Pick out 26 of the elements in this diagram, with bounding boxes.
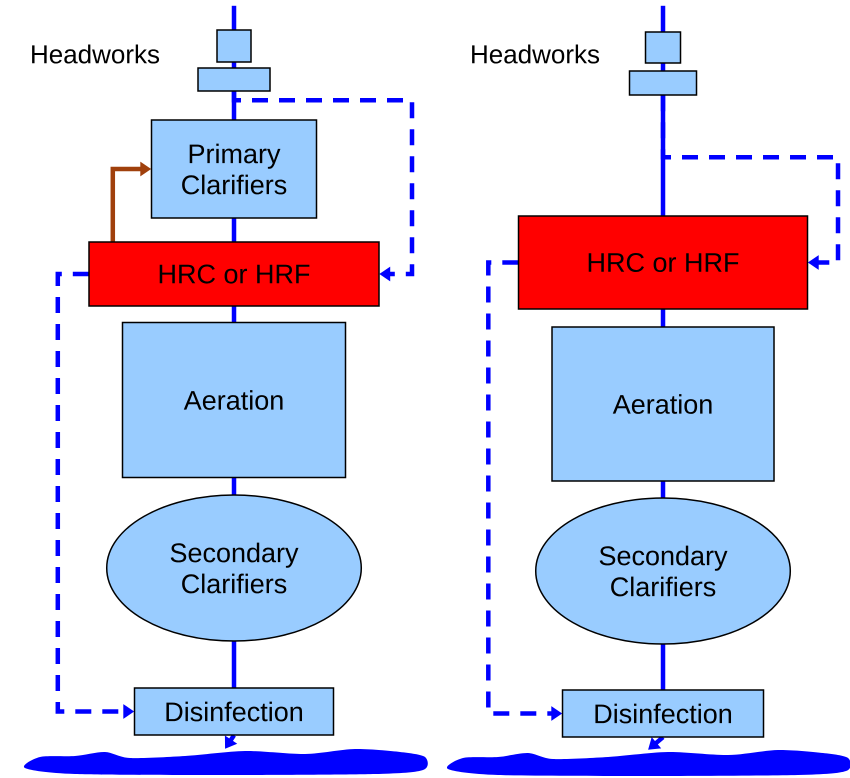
arrow (232, 91, 414, 282)
water-drawing (24, 749, 428, 775)
process-box: HRC or HRF (518, 215, 808, 310)
connector-line (232, 478, 236, 495)
process-box: Disinfection (562, 689, 764, 738)
connector-line (232, 6, 236, 30)
connector-line (660, 6, 666, 32)
headworks-label: Headworks (32, 44, 160, 64)
process-box: Aeration (122, 322, 346, 478)
process-box: Disinfection (134, 687, 334, 736)
arrow (660, 95, 840, 270)
connector-line (660, 644, 666, 690)
connector-line (232, 641, 236, 688)
connector-line (232, 218, 236, 242)
process-box: Aeration (551, 326, 775, 482)
connector-line (232, 306, 236, 322)
process-box: HRC or HRF (88, 241, 380, 307)
headworks-box (644, 31, 682, 64)
water-drawing (446, 750, 850, 776)
connector-line (660, 481, 666, 498)
headworks-box (628, 70, 698, 96)
process-box: Primary Clarifiers (150, 119, 318, 219)
headworks-label: Headworks (472, 44, 600, 64)
headworks-box (197, 67, 271, 92)
connector-line (660, 309, 666, 327)
headworks-box (216, 29, 252, 63)
